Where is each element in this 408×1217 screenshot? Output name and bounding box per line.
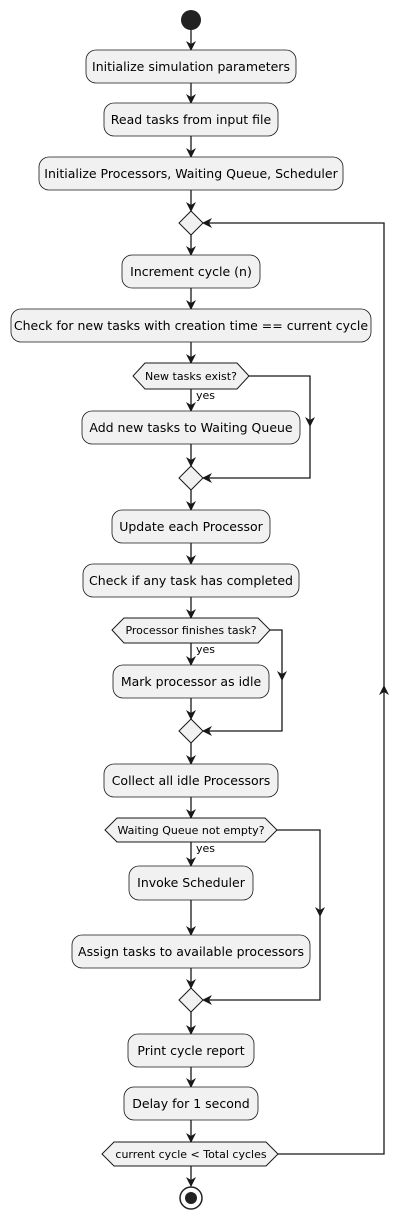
decision-queue-not-empty-label: Waiting Queue not empty? [117,824,264,837]
edge-decision3-no-return [202,916,321,1005]
activity-increment-cycle-label: Increment cycle (n) [130,264,252,279]
activity-check-completed-label: Check if any task has completed [89,573,293,588]
activity-delay: Delay for 1 second [123,1086,259,1121]
activity-mark-idle-label: Mark processor as idle [121,674,262,689]
decision-processor-finishes: Processor finishes task? [111,617,271,644]
branch-label-yes-queue: yes [196,842,215,855]
edge-decision2-no-return [202,680,283,736]
activity-read-tasks-label: Read tasks from input file [111,112,272,127]
activity-add-to-queue-label: Add new tasks to Waiting Queue [89,420,293,435]
activity-print-report: Print cycle report [127,1033,255,1068]
activity-check-new-tasks-label: Check for new tasks with creation time =… [14,318,369,333]
branch-label-yes-new-tasks: yes [196,389,215,402]
activity-update-processors: Update each Processor [111,509,271,544]
activity-assign-tasks-label: Assign tasks to available processors [78,944,304,959]
start-node [181,10,201,30]
edges [186,30,389,1187]
activity-check-new-tasks: Check for new tasks with creation time =… [10,308,372,343]
edge-loop-back-top [202,218,385,686]
activity-init-params-label: Initialize simulation parameters [92,59,290,74]
loop-merge-diamond [178,210,204,236]
decision-queue-not-empty: Waiting Queue not empty? [104,817,278,843]
activity-assign-tasks: Assign tasks to available processors [71,934,311,969]
activity-read-tasks: Read tasks from input file [103,102,279,137]
activity-init-params: Initialize simulation parameters [85,49,297,84]
activity-invoke-scheduler: Invoke Scheduler [128,865,254,901]
decision-loop-condition: current cycle < Total cycles [101,1141,279,1167]
merge-diamond-1 [178,465,204,491]
decision-loop-condition-label: current cycle < Total cycles [115,1148,266,1161]
edge-decision1-no-return [202,426,311,483]
activity-init-components-label: Initialize Processors, Waiting Queue, Sc… [44,166,338,181]
activity-collect-idle-label: Collect all idle Processors [112,773,271,788]
activity-mark-idle: Mark processor as idle [112,664,270,699]
merge-diamond-2 [178,718,204,744]
end-node [179,1186,203,1210]
activity-collect-idle: Collect all idle Processors [103,763,279,798]
activity-init-components: Initialize Processors, Waiting Queue, Sc… [38,156,344,191]
activity-update-processors-label: Update each Processor [119,519,263,534]
activity-delay-label: Delay for 1 second [132,1096,250,1111]
edge-decision1-no [249,375,315,427]
activity-check-completed: Check if any task has completed [82,563,300,598]
decision-new-tasks: New tasks exist? [132,362,250,390]
edge-decision2-no [270,629,287,681]
merge-diamond-3 [178,987,204,1013]
branch-label-yes-processor: yes [196,643,215,656]
activity-print-report-label: Print cycle report [137,1043,244,1058]
decision-processor-finishes-label: Processor finishes task? [125,624,256,637]
decision-new-tasks-label: New tasks exist? [145,370,237,383]
edge-loop-back-up [278,685,389,1155]
activity-invoke-scheduler-label: Invoke Scheduler [137,875,246,890]
edge-decision3-no [277,829,325,917]
activity-increment-cycle: Increment cycle (n) [121,254,261,289]
activity-add-to-queue: Add new tasks to Waiting Queue [81,410,301,445]
